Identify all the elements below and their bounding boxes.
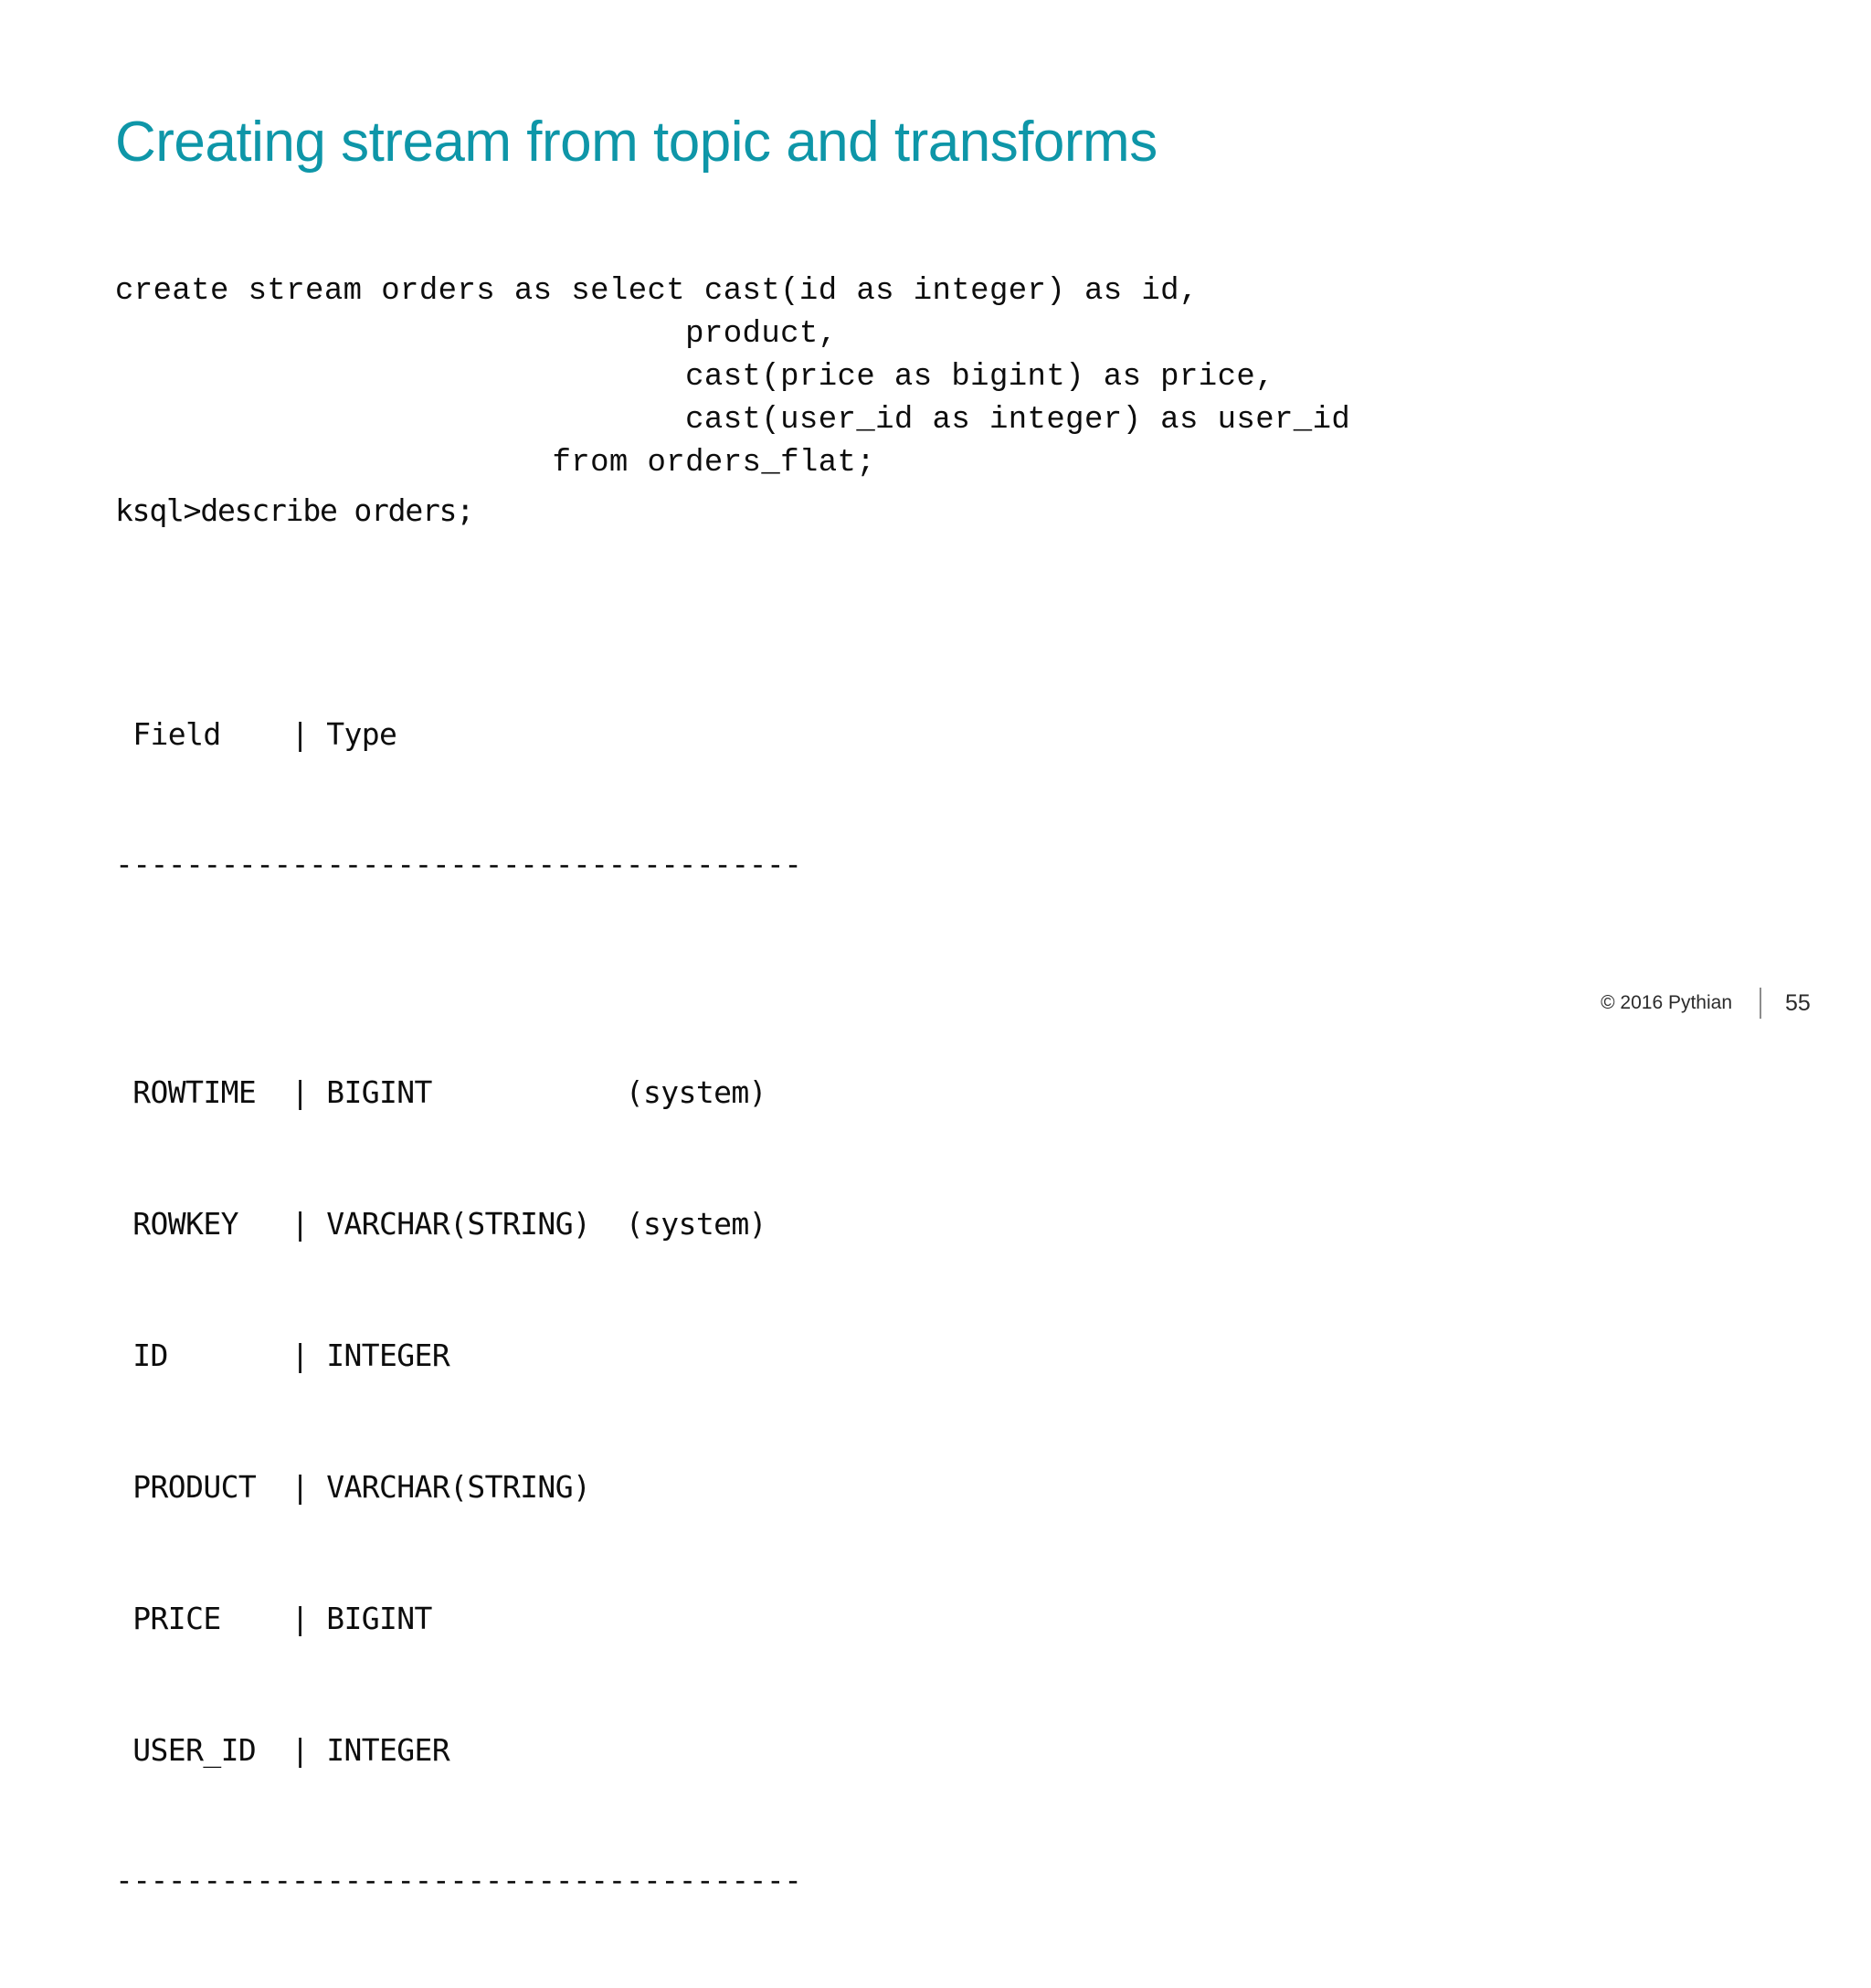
sql-line: product, xyxy=(115,317,838,352)
table-row: PRICE | BIGINT xyxy=(115,1601,432,1636)
copyright-notice: © 2016 Pythian xyxy=(1601,992,1732,1013)
sql-line: from orders_flat; xyxy=(115,446,876,481)
sql-line: cast(user_id as integer) as user_id xyxy=(115,403,1351,438)
footer-divider xyxy=(1760,988,1761,1019)
sql-statement-block: create stream orders as select cast(id a… xyxy=(115,270,1350,485)
table-bottom-rule: --------------------------------------- xyxy=(115,1862,802,1898)
table-row: ROWTIME | BIGINT (system) xyxy=(115,1074,766,1110)
table-header-row: Field | Type xyxy=(115,716,397,752)
table-row: ROWKEY | VARCHAR(STRING) (system) xyxy=(115,1206,766,1242)
page-title: Creating stream from topic and transform… xyxy=(115,110,1157,174)
table-row: ID | INTEGER xyxy=(115,1338,450,1373)
slide-canvas: Creating stream from topic and transform… xyxy=(115,110,1818,1898)
describe-output-table: Field | Type ---------------------------… xyxy=(115,625,802,1988)
table-header-spacer xyxy=(115,972,801,983)
ksql-prompt-line: ksql>describe orders; xyxy=(115,492,474,528)
sql-line: create stream orders as select cast(id a… xyxy=(115,274,1199,309)
table-row: USER_ID | INTEGER xyxy=(115,1732,450,1768)
table-top-rule: --------------------------------------- xyxy=(115,846,802,882)
slide-footer: © 2016 Pythian 55 xyxy=(1601,985,1818,1021)
sql-line: cast(price as bigint) as price, xyxy=(115,360,1275,395)
table-row: PRODUCT | VARCHAR(STRING) xyxy=(115,1469,591,1505)
page-number: 55 xyxy=(1785,989,1811,1016)
